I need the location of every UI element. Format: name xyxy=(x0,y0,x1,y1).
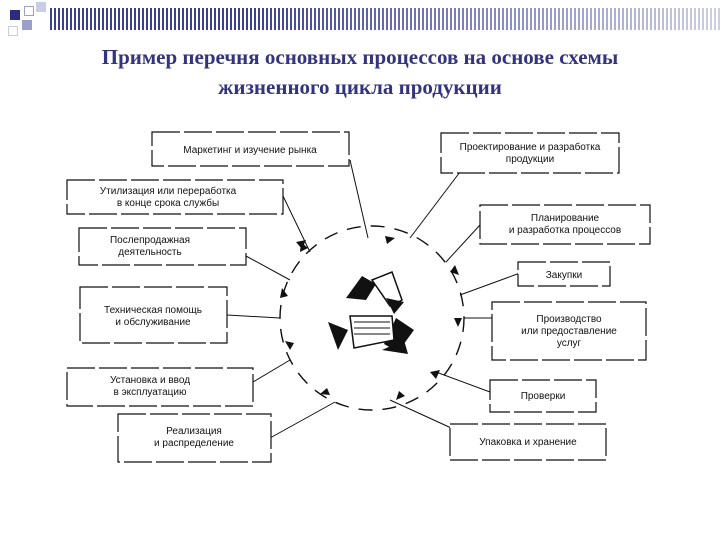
box-label: в эксплуатацию xyxy=(113,387,187,398)
process-box-verification: Проверки xyxy=(489,379,597,413)
box-label: Проверки xyxy=(521,391,566,402)
box-label: в конце срока службы xyxy=(117,197,219,209)
process-box-purchasing: Закупки xyxy=(517,261,611,287)
box-label: услуг xyxy=(557,338,582,349)
process-box-disposal: Утилизация или переработка в конце срока… xyxy=(66,179,284,215)
page-title: Пример перечня основных процессов на осн… xyxy=(40,42,680,102)
title-line-1: Пример перечня основных процессов на осн… xyxy=(101,45,619,69)
box-label: Утилизация или переработка xyxy=(100,185,237,197)
ring-arrows xyxy=(280,236,462,400)
box-label: Проектирование и разработка xyxy=(460,141,601,153)
box-label: деятельность xyxy=(118,247,181,258)
process-box-packaging: Упаковка и хранение xyxy=(449,423,607,461)
box-label: и разработка процессов xyxy=(509,224,621,236)
process-box-production: Производство или предоставление услуг xyxy=(491,301,647,361)
box-label: Техническая помощь xyxy=(104,305,202,316)
box-label: Маркетинг и изучение рынка xyxy=(183,145,317,156)
title-line-2: жизненного цикла продукции xyxy=(218,75,502,99)
process-box-aftersales: Послепродажная деятельность xyxy=(78,227,247,266)
process-box-support: Техническая помощь и обслуживание xyxy=(79,286,228,344)
box-label: продукции xyxy=(506,154,554,165)
connector-lines xyxy=(226,159,521,439)
box-label: Производство xyxy=(536,314,602,325)
process-box-sales: Реализация и распределение xyxy=(117,413,272,463)
box-label: и обслуживание xyxy=(115,316,191,328)
box-label: Реализация xyxy=(166,426,222,437)
title-band-decoration xyxy=(50,8,720,30)
box-label: или предоставление xyxy=(521,326,617,337)
box-label: Послепродажная xyxy=(110,235,190,246)
box-label: Упаковка и хранение xyxy=(479,437,577,448)
process-box-marketing: Маркетинг и изучение рынка xyxy=(151,131,350,167)
process-box-installation: Установка и ввод в эксплуатацию xyxy=(66,367,254,407)
corner-squares-decoration xyxy=(0,0,60,40)
box-label: Планирование xyxy=(531,213,600,224)
box-label: Установка и ввод xyxy=(110,375,190,386)
process-box-design: Проектирование и разработка продукции xyxy=(440,132,620,174)
process-box-planning: Планирование и разработка процессов xyxy=(479,204,651,245)
recycle-icon xyxy=(328,271,414,354)
box-label: Закупки xyxy=(546,270,582,281)
box-label: и распределение xyxy=(154,438,234,449)
